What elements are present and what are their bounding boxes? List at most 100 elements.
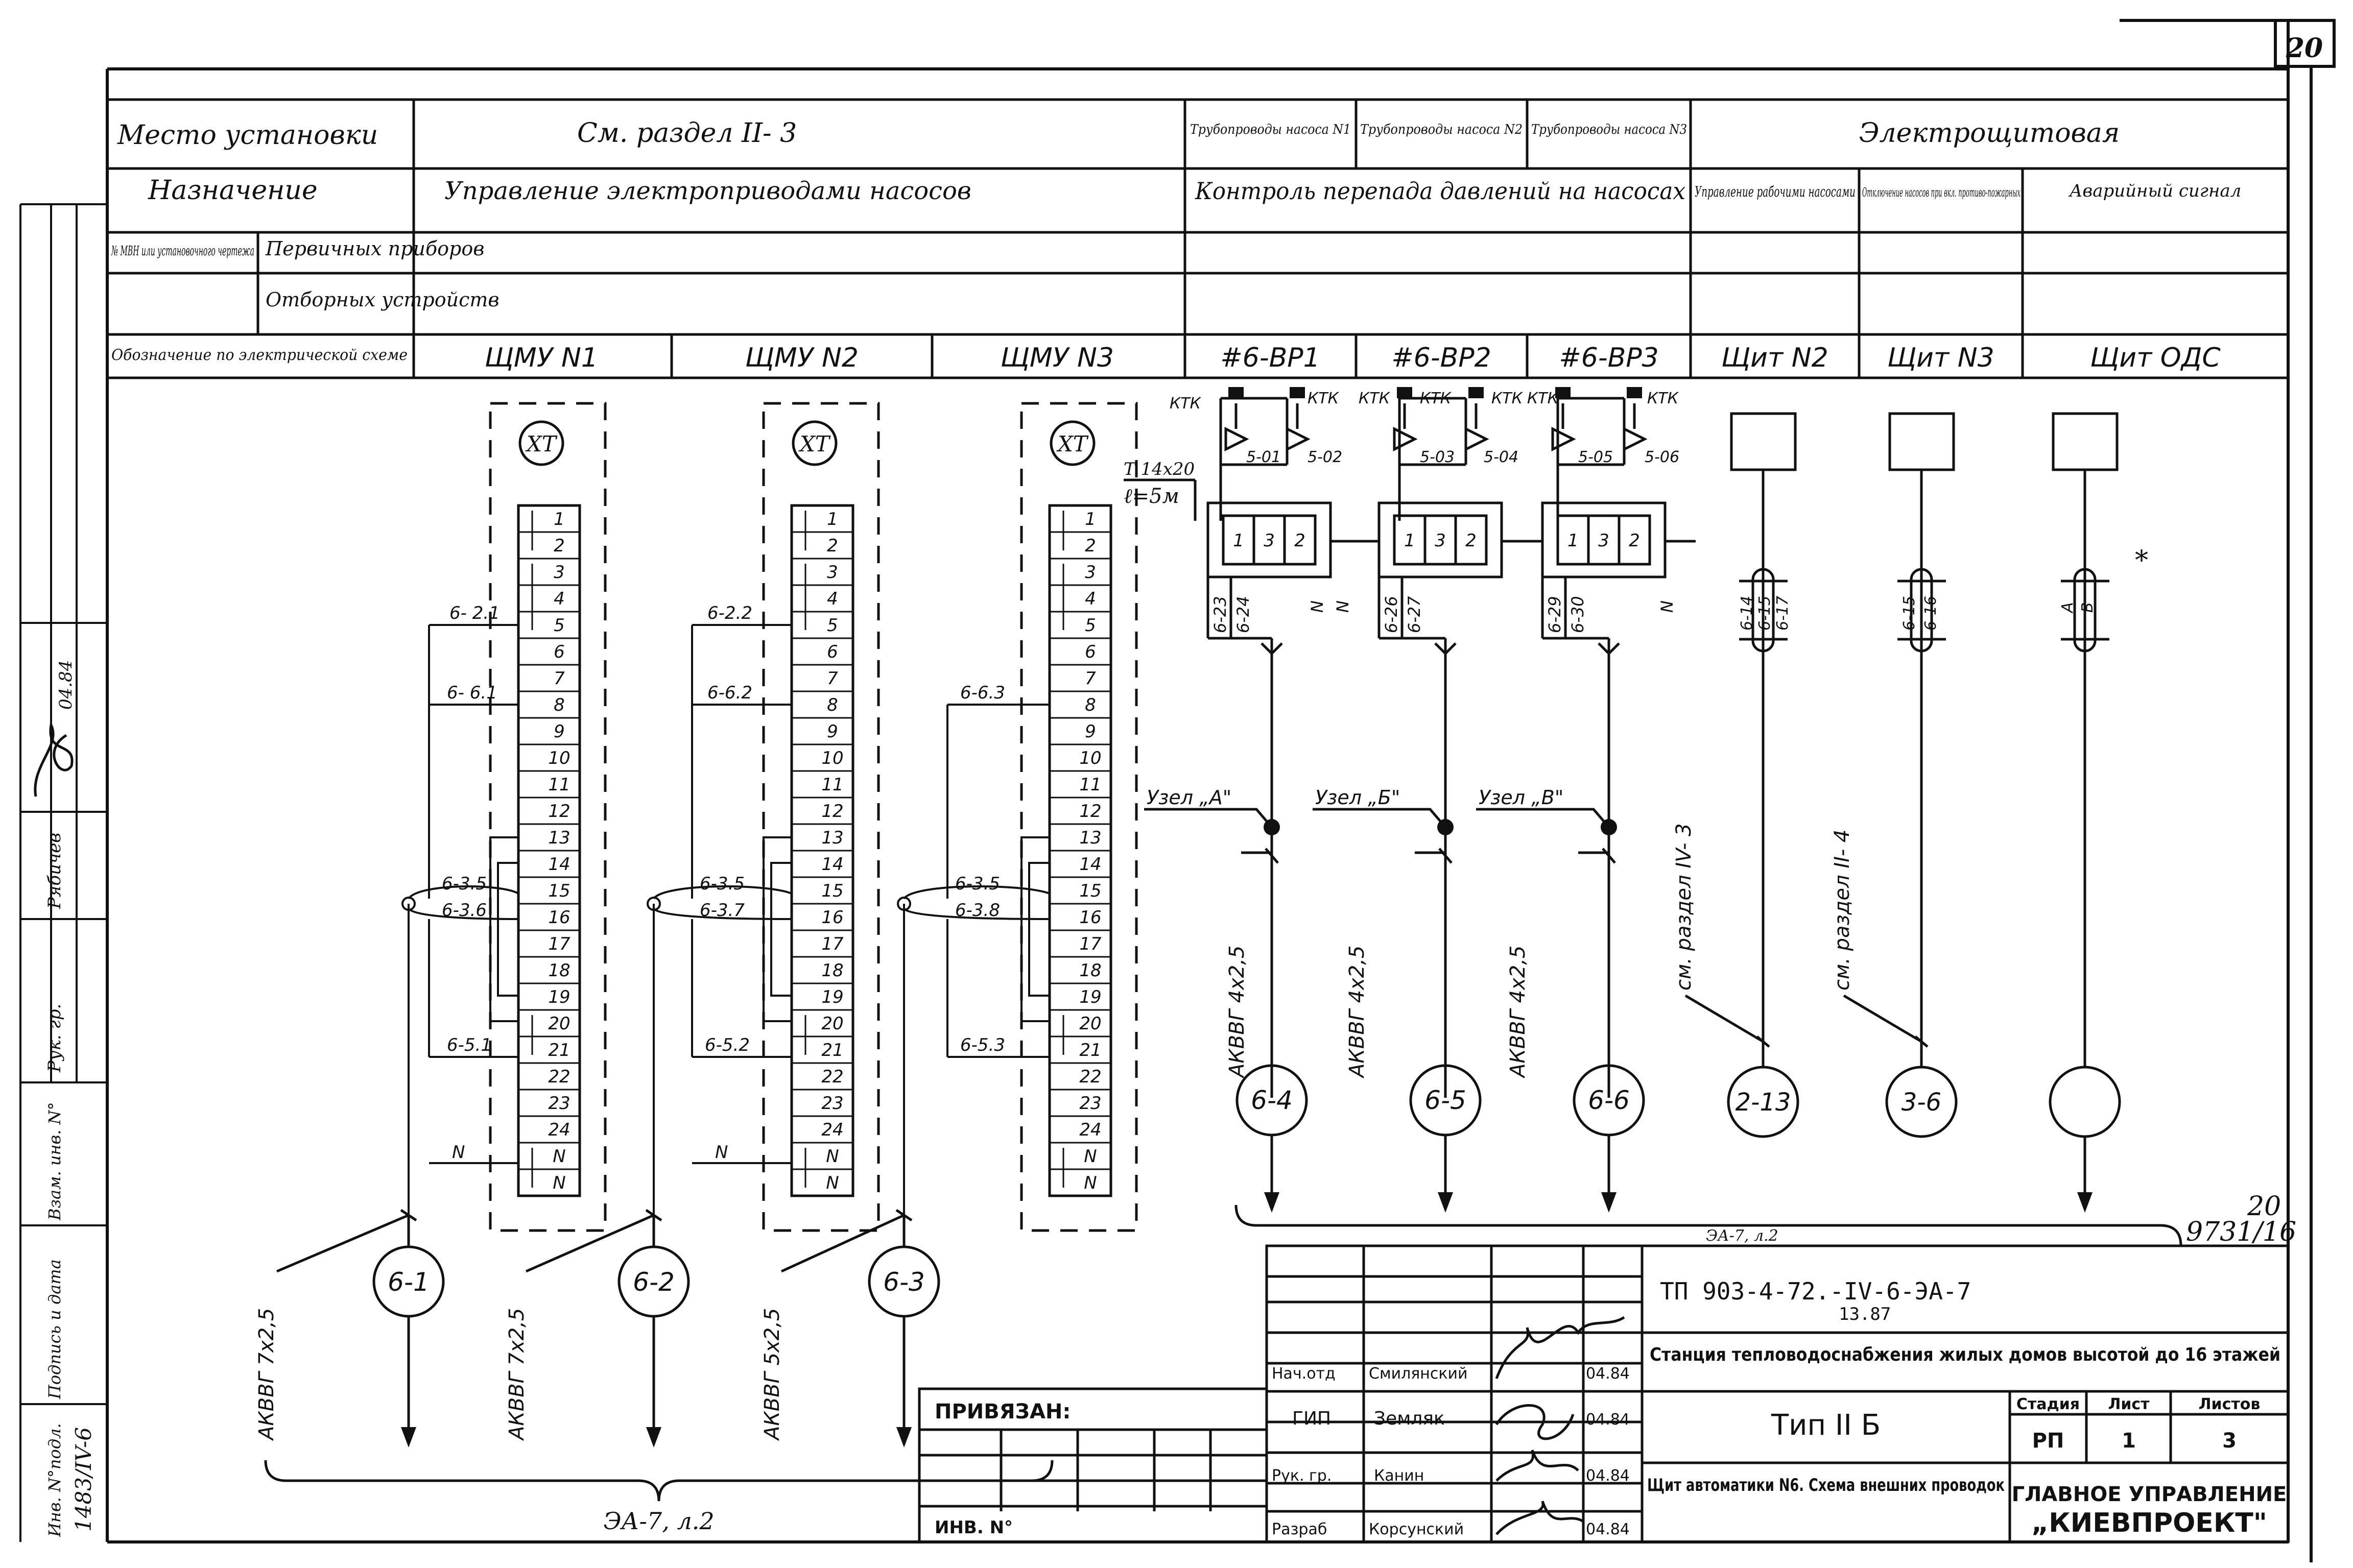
dev2-wire-n: N [1333, 600, 1352, 613]
node-v: Узел „В" [1479, 786, 1563, 809]
tb1-row-15: 15 [548, 881, 570, 901]
left-binding-strip: 04.84 Рябичев Рук. гр. Взам. инв. N° Под… [19, 203, 107, 1542]
valve-number-2: 5-02 [1308, 448, 1342, 466]
bottom-arrows [401, 1427, 912, 1448]
dev1-cell-3: 3 [1264, 530, 1275, 551]
dev1-wire-2: 6-24 [1233, 596, 1253, 633]
tb2-row-15: 15 [821, 881, 843, 901]
xt-label-3: XT [1056, 431, 1089, 456]
mvn-selection: Отборных устройств [266, 288, 500, 311]
tb2-row-14: 14 [821, 854, 843, 875]
tb-project: Станция тепловодоснабжения жилых домов в… [1650, 1344, 2280, 1365]
tb2-wire-1: 6-2.2 [707, 603, 752, 623]
tb1-row-6: 6 [554, 642, 565, 662]
dev2-cell-1: 1 [1404, 530, 1415, 551]
pipe-length: ℓ=5м [1124, 485, 1179, 508]
dev3-cell-2: 2 [1629, 530, 1640, 551]
tb-sheets-header: Листов [2199, 1395, 2261, 1413]
tb3-row-14: 14 [1079, 854, 1101, 875]
tb2-row-8: 8 [827, 695, 838, 715]
header-table: Место установки См. раздел II- 3 Трубопр… [107, 98, 2288, 379]
purpose-alarm: Аварийный сигнал [2069, 181, 2242, 201]
tb3-row-n2: N [1084, 1173, 1097, 1193]
strip-inv-value: 1483/IV-6 [71, 1427, 96, 1532]
binding-label: ПРИВЯЗАН: [935, 1400, 1071, 1424]
panel-star: * [2135, 545, 2148, 576]
right-ref-sheet: 20 [2247, 1191, 2281, 1222]
dev2-circle: 6-5 [1424, 1085, 1466, 1115]
valve-number-6: 5-06 [1645, 448, 1679, 466]
tb-sheets: 3 [2222, 1429, 2237, 1453]
tb3-row-1: 1 [1085, 509, 1096, 529]
terminal-block-3: XT 1 2 3 4 5 6 7 8 9 10 11 12 13 14 15 1… [897, 402, 1138, 1232]
purpose-control: Управление электроприводами насосов [444, 177, 971, 205]
dev2-wire-2: 6-27 [1405, 596, 1424, 633]
tb1-row-9: 9 [554, 721, 565, 742]
valve-number-5: 5-05 [1578, 448, 1613, 466]
bottom-circle-3: 6-3 [883, 1267, 925, 1297]
tb2-row-5: 5 [827, 615, 838, 636]
mvn-primary: Первичных приборов [265, 237, 484, 260]
staff-date-1: 04.84 [1586, 1365, 1630, 1383]
tb3-wire-3: 6-3.8 [955, 900, 1000, 921]
tb2-row-11: 11 [821, 775, 843, 795]
tb2-wire-3: 6-3.5 [700, 874, 745, 894]
tb-sheet-title: Щит автоматики N6. Схема внешних проводо… [1647, 1475, 2005, 1495]
bottom-cables: 6-1 6-2 6-3 АКВВГ 7х2,5 АКВВГ 7х2,5 АКВВ… [255, 1209, 1054, 1535]
ktk-label-2: КТК [1308, 390, 1340, 407]
ktk-label-3: КТК [1359, 390, 1391, 407]
panel-ods-wire-b: В [2079, 602, 2097, 613]
dev1-wire-n: N [1308, 600, 1327, 613]
panel3-ref: см. раздел II- 4 [1831, 829, 1854, 991]
designation-panel2: Щит N2 [1721, 343, 1828, 373]
tb3-row-11: 11 [1079, 775, 1101, 795]
tb1-row-13: 13 [548, 828, 570, 848]
right-ref-small: ЭА-7, л.2 [1706, 1227, 1778, 1245]
dev2-cell-3: 3 [1435, 530, 1446, 551]
strip-signature [34, 720, 74, 797]
terminal-block-1: XT 1 2 3 4 5 6 7 8 9 10 11 12 13 14 15 1… [401, 402, 607, 1232]
tb3-row-2: 2 [1085, 536, 1096, 556]
tb1-row-24: 24 [548, 1120, 570, 1140]
tb2-row-n2: N [826, 1173, 839, 1193]
right-reference: 20 ЭА-7, л.2 9731/16 [1234, 1191, 2296, 1247]
strip-date: 04.84 [56, 660, 76, 710]
ktk-label-7: КТК [1647, 390, 1679, 407]
inv-label: ИНВ. N° [935, 1517, 1013, 1538]
tb1-row-7: 7 [554, 668, 565, 689]
tb2-row-1: 1 [827, 509, 838, 529]
tb3-row-9: 9 [1085, 721, 1096, 742]
designation-ods: Щит ОДС [2090, 343, 2221, 373]
ktk-label-4: КТК [1420, 390, 1452, 407]
tb2-wire-4: 6-3.7 [700, 900, 745, 921]
ktk-label-1: КТК [1170, 395, 1202, 413]
panel-ods-wire-a: А [2059, 602, 2077, 614]
designation-vr1: #6-ВР1 [1220, 343, 1320, 373]
panel3-circle: 3-6 [1902, 1088, 1941, 1117]
strip-inv-replace: Взам. инв. N° [45, 1102, 64, 1221]
install-label: Место установки [117, 120, 378, 151]
designation-shmu2: ЩМУ N2 [745, 343, 859, 373]
purpose-diff: Контроль перепада давлений на насосах [1195, 177, 1685, 205]
panel2-ref: см. раздел IV- 3 [1672, 823, 1696, 991]
designation-panel3: Щит N3 [1887, 343, 1994, 373]
tb-stage-header: Стадия [2016, 1395, 2080, 1413]
tb-org2: „КИЕВПРОЕКТ" [2031, 1508, 2267, 1538]
tb1-row-22: 22 [548, 1067, 570, 1087]
dev1-circle: 6-4 [1251, 1085, 1293, 1115]
node-b: Узел „Б" [1315, 786, 1400, 809]
staff-date-2: 04.84 [1586, 1411, 1630, 1429]
bottom-cable-1: АКВВГ 7х2,5 [255, 1308, 278, 1441]
tb3-row-n1: N [1084, 1146, 1097, 1167]
tb3-row-17: 17 [1079, 934, 1102, 954]
dev3-cell-3: 3 [1598, 530, 1609, 551]
install-section: См. раздел II- 3 [577, 118, 797, 149]
ktk-label-5: КТК [1491, 390, 1524, 407]
tb1-row-2: 2 [554, 536, 565, 556]
panel2-wire-2: 6-15 [1756, 596, 1774, 631]
tb2-wire-5: 6-5.2 [705, 1035, 750, 1055]
tb2-row-22: 22 [821, 1067, 843, 1087]
diff-pressure-devices: КТК КТК КТК КТК КТК КТК КТК 5-01 5-02 5-… [1124, 387, 1696, 1213]
tb1-row-21: 21 [548, 1040, 570, 1060]
tb2-row-18: 18 [821, 960, 843, 981]
